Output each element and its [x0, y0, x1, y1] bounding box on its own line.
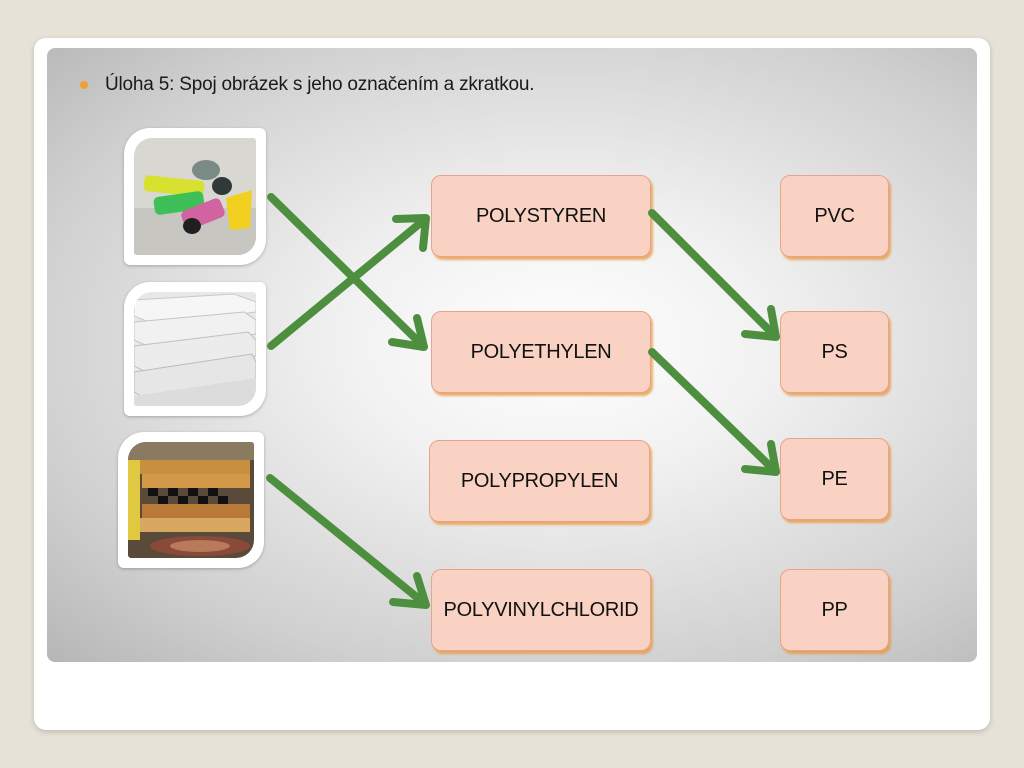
arrow-polyethylen-to-pe — [648, 348, 778, 474]
arrowhead-icon — [741, 440, 780, 476]
arrow-boards-to-polystyren — [267, 216, 428, 350]
picture-card-bags — [124, 128, 266, 265]
material-box-polyvinylchlorid[interactable]: POLYVINYLCHLORID — [431, 569, 651, 651]
abbrev-label: PVC — [814, 204, 855, 227]
picture-card-rolls — [118, 432, 264, 568]
task-heading: Úloha 5: Spoj obrázek s jeho označením a… — [80, 74, 535, 96]
material-box-polypropylen[interactable]: POLYPROPYLEN — [429, 440, 650, 522]
photo-linoleum-rolls — [128, 442, 254, 558]
abbrev-box-pvc[interactable]: PVC — [780, 175, 889, 257]
material-label: POLYSTYREN — [476, 204, 606, 227]
material-label: POLYPROPYLEN — [460, 469, 619, 492]
arrowhead-icon — [741, 305, 780, 341]
abbrev-label: PS — [821, 340, 848, 363]
material-label: POLYVINYLCHLORID — [443, 598, 639, 621]
material-box-polyethylen[interactable]: POLYETHYLEN — [431, 311, 651, 393]
abbrev-label: PP — [821, 598, 848, 621]
abbrev-label: PE — [821, 467, 848, 490]
photo-polystyrene-boards — [134, 292, 256, 406]
abbrev-box-pp[interactable]: PP — [780, 569, 889, 651]
arrow-bags-to-polyethylen — [267, 193, 426, 349]
arrowhead-icon — [389, 572, 430, 609]
material-box-polystyren[interactable]: POLYSTYREN — [431, 175, 651, 257]
arrow-polystyren-to-ps — [648, 209, 778, 339]
abbrev-box-ps[interactable]: PS — [780, 311, 889, 393]
photo-plastic-bags — [134, 138, 256, 255]
task-text: Úloha 5: Spoj obrázek s jeho označením a… — [105, 74, 535, 95]
arrowhead-icon — [392, 214, 430, 252]
abbrev-box-pe[interactable]: PE — [780, 438, 889, 520]
material-label: POLYETHYLEN — [470, 340, 612, 363]
arrow-rolls-to-polyvinylchlorid — [266, 474, 428, 607]
bullet-icon — [80, 81, 88, 89]
arrowhead-icon — [388, 314, 428, 351]
picture-card-boards — [124, 282, 266, 416]
